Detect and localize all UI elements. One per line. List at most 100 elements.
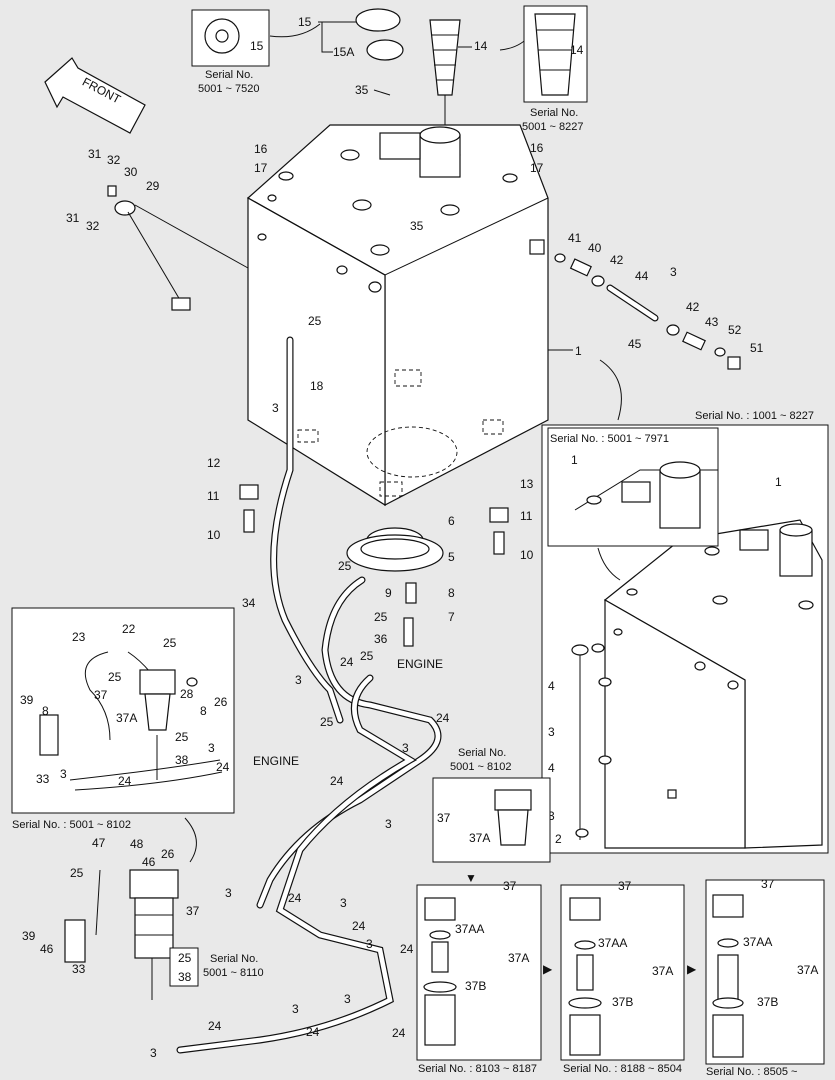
inset-tank-variant — [541, 424, 829, 854]
label-3: 3 — [385, 817, 392, 831]
label-4: 4 — [548, 679, 555, 693]
label-3: 3 — [366, 937, 373, 951]
label-39: 39 — [20, 693, 34, 707]
label-37: 37 — [94, 688, 108, 702]
label-24: 24 — [330, 774, 344, 788]
label-24: 24 — [340, 655, 354, 669]
label-24: 24 — [288, 891, 302, 905]
label-37a: 37A — [797, 963, 818, 977]
label-44: 44 — [635, 269, 649, 283]
engine-label: ENGINE — [253, 754, 299, 768]
label-42: 42 — [686, 300, 700, 314]
label-37a: 37A — [508, 951, 529, 965]
label-24: 24 — [306, 1025, 320, 1039]
label-6: 6 — [448, 514, 455, 528]
label-24: 24 — [118, 774, 132, 788]
label-5: 5 — [448, 550, 455, 564]
label-3: 3 — [150, 1046, 157, 1060]
label-37aa: 37AA — [743, 935, 772, 949]
label-22: 22 — [122, 622, 136, 636]
label-15: 15 — [250, 39, 264, 53]
label-3: 3 — [548, 809, 555, 823]
label-37b: 37B — [757, 995, 778, 1009]
serial-range: 5001 ~ 8227 — [522, 121, 583, 133]
filter-panel-8505: 37 37AA 37A 37B — [705, 877, 825, 1065]
label-14: 14 — [474, 39, 488, 53]
label-7: 7 — [448, 610, 455, 624]
label-4: 4 — [548, 761, 555, 775]
serial-label: Serial No. : 8505 ~ — [706, 1066, 797, 1078]
label-24: 24 — [208, 1019, 222, 1033]
inset-15: 15 Serial No. 5001 ~ 7520 — [191, 9, 270, 95]
label-3: 3 — [548, 725, 555, 739]
serial-range: 5001 ~ 8102 — [450, 761, 511, 773]
label-28: 28 — [180, 687, 194, 701]
label-37a: 37A — [652, 964, 673, 978]
label-25: 25 — [70, 866, 84, 880]
serial-range: 5001 ~ 7520 — [198, 83, 259, 95]
label-17: 17 — [530, 161, 544, 175]
label-3: 3 — [292, 1002, 299, 1016]
part-15-cap — [355, 8, 404, 61]
label-25: 25 — [320, 715, 334, 729]
label-15: 15 — [298, 15, 312, 29]
label-24: 24 — [352, 919, 366, 933]
label-25: 25 — [163, 636, 177, 650]
label-37: 37 — [437, 811, 451, 825]
label-23: 23 — [72, 630, 86, 644]
label-24: 24 — [436, 711, 450, 725]
label-40: 40 — [588, 241, 602, 255]
label-3: 3 — [402, 741, 409, 755]
label-15a: 15A — [333, 45, 354, 59]
label-1: 1 — [571, 453, 578, 467]
label-32: 32 — [86, 219, 100, 233]
serial-label: Serial No. : 1001 ~ 8227 — [695, 410, 814, 422]
label-30: 30 — [124, 165, 138, 179]
serial-label: Serial No. : 8103 ~ 8187 — [418, 1063, 537, 1075]
label-24: 24 — [400, 942, 414, 956]
label-13: 13 — [520, 477, 534, 491]
arrow-right: ▶ — [543, 962, 553, 976]
label-18: 18 — [310, 379, 324, 393]
suction-flange — [346, 527, 444, 647]
serial-label: Serial No. : 5001 ~ 7971 — [550, 433, 669, 445]
label-1: 1 — [775, 475, 782, 489]
label-3: 3 — [344, 992, 351, 1006]
label-11: 11 — [207, 489, 220, 503]
label-2: 2 — [555, 832, 562, 846]
arrow-down: ▼ — [465, 871, 477, 885]
label-48: 48 — [130, 837, 144, 851]
serial-label: Serial No. : 8188 ~ 8504 — [563, 1063, 682, 1075]
label-25: 25 — [338, 559, 352, 573]
label-41: 41 — [568, 231, 582, 245]
label-37b: 37B — [465, 979, 486, 993]
label-38: 38 — [175, 753, 189, 767]
label-10: 10 — [520, 548, 534, 562]
label-36: 36 — [374, 632, 388, 646]
label-3: 3 — [208, 741, 215, 755]
label-37aa: 37AA — [598, 936, 627, 950]
label-52: 52 — [728, 323, 742, 337]
label-16: 16 — [530, 141, 544, 155]
label-14: 14 — [570, 43, 584, 57]
label-38: 38 — [178, 970, 192, 984]
label-3: 3 — [272, 401, 279, 415]
label-3: 3 — [225, 886, 232, 900]
label-3: 3 — [670, 265, 677, 279]
label-43: 43 — [705, 315, 719, 329]
label-32: 32 — [107, 153, 121, 167]
label-8: 8 — [448, 586, 455, 600]
serial-range: 5001 ~ 8110 — [203, 967, 264, 979]
arrow-right: ▶ — [687, 962, 697, 976]
label-12: 12 — [207, 456, 221, 470]
label-24: 24 — [392, 1026, 406, 1040]
label-25: 25 — [308, 314, 322, 328]
serial-label: Serial No. — [205, 69, 253, 81]
label-24: 24 — [216, 760, 230, 774]
filter-panel-8188: 37 37AA 37A 37B Serial No. : 8188 ~ 8504 — [560, 879, 685, 1075]
label-51: 51 — [750, 341, 764, 355]
serial-label: Serial No. : 5001 ~ 8102 — [12, 819, 131, 831]
label-46: 46 — [40, 942, 54, 956]
label-31: 31 — [66, 211, 80, 225]
